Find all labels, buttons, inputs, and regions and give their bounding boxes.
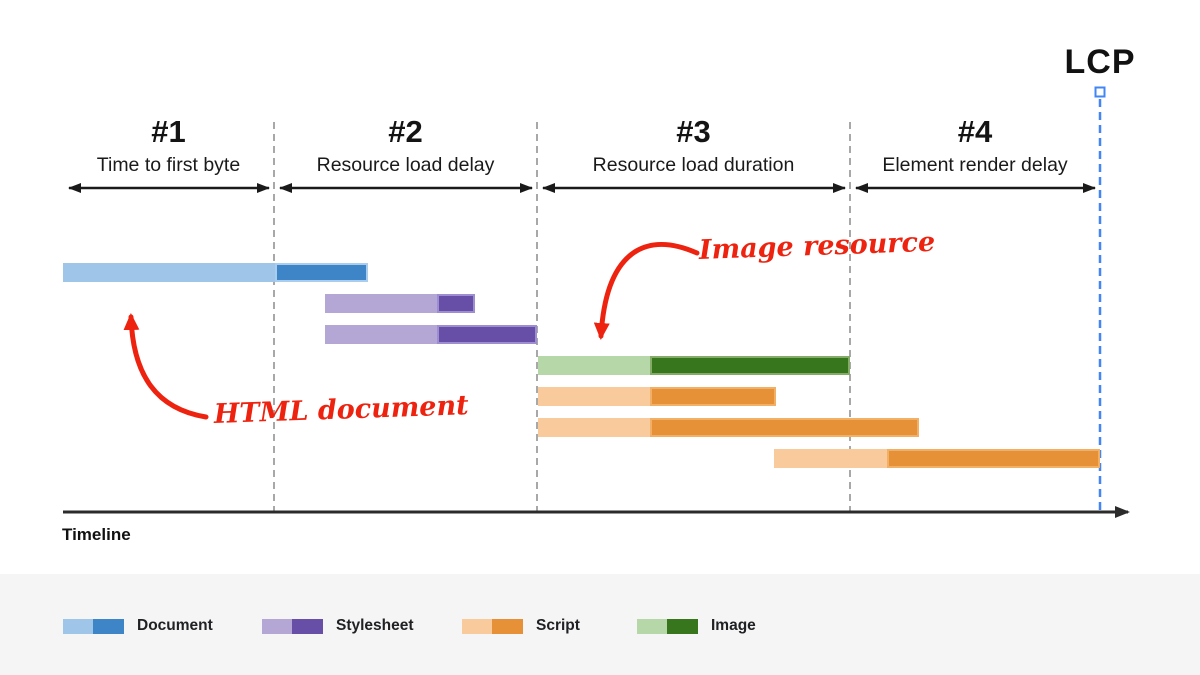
legend-swatch-light <box>63 618 93 634</box>
bar-stylesheet-light <box>325 325 437 344</box>
legend-label: Image <box>711 617 756 634</box>
legend-label: Document <box>137 617 213 634</box>
bar-stylesheet-dark <box>437 294 475 313</box>
legend-item-script: Script <box>462 618 580 634</box>
legend: Document Stylesheet Script Image <box>0 574 1200 675</box>
legend-label: Script <box>536 617 580 634</box>
legend-swatch-script <box>462 618 523 634</box>
bar-document-light <box>63 263 275 282</box>
phase-number: #1 <box>151 114 186 149</box>
phase-label: Element render delay <box>882 154 1068 176</box>
bar-script-light <box>538 418 650 437</box>
phase-number: #4 <box>957 114 993 149</box>
bar-script-dark <box>650 387 776 406</box>
legend-item-image: Image <box>637 618 756 634</box>
legend-swatch-image <box>637 618 698 634</box>
legend-swatch-dark <box>492 618 523 634</box>
legend-swatch-document <box>63 618 124 634</box>
legend-swatch-stylesheet <box>262 618 323 634</box>
legend-swatch-dark <box>667 618 698 634</box>
timeline-axis-label: Timeline <box>62 525 131 544</box>
legend-swatch-dark <box>292 618 323 634</box>
bar-stylesheet-dark <box>437 325 537 344</box>
legend-swatch-light <box>637 618 667 634</box>
legend-swatch-dark <box>93 618 124 634</box>
legend-swatch-light <box>462 618 492 634</box>
phase-label: Resource load delay <box>316 154 495 176</box>
legend-swatch-light <box>262 618 292 634</box>
bar-script-light <box>774 449 887 468</box>
legend-item-stylesheet: Stylesheet <box>262 618 414 634</box>
bar-stylesheet-light <box>325 294 437 313</box>
phase-number: #3 <box>676 114 711 149</box>
phase-label: Resource load duration <box>592 154 795 176</box>
legend-label: Stylesheet <box>336 617 414 634</box>
bar-image-light <box>538 356 650 375</box>
bar-script-dark <box>650 418 919 437</box>
phase-label: Time to first byte <box>96 154 241 176</box>
phase-number: #2 <box>388 114 423 149</box>
bar-script-light <box>538 387 650 406</box>
bar-image-dark <box>650 356 850 375</box>
legend-item-document: Document <box>63 618 213 634</box>
bar-script-dark <box>887 449 1100 468</box>
lcp-label: LCP <box>1064 43 1136 81</box>
bar-document-dark <box>275 263 368 282</box>
